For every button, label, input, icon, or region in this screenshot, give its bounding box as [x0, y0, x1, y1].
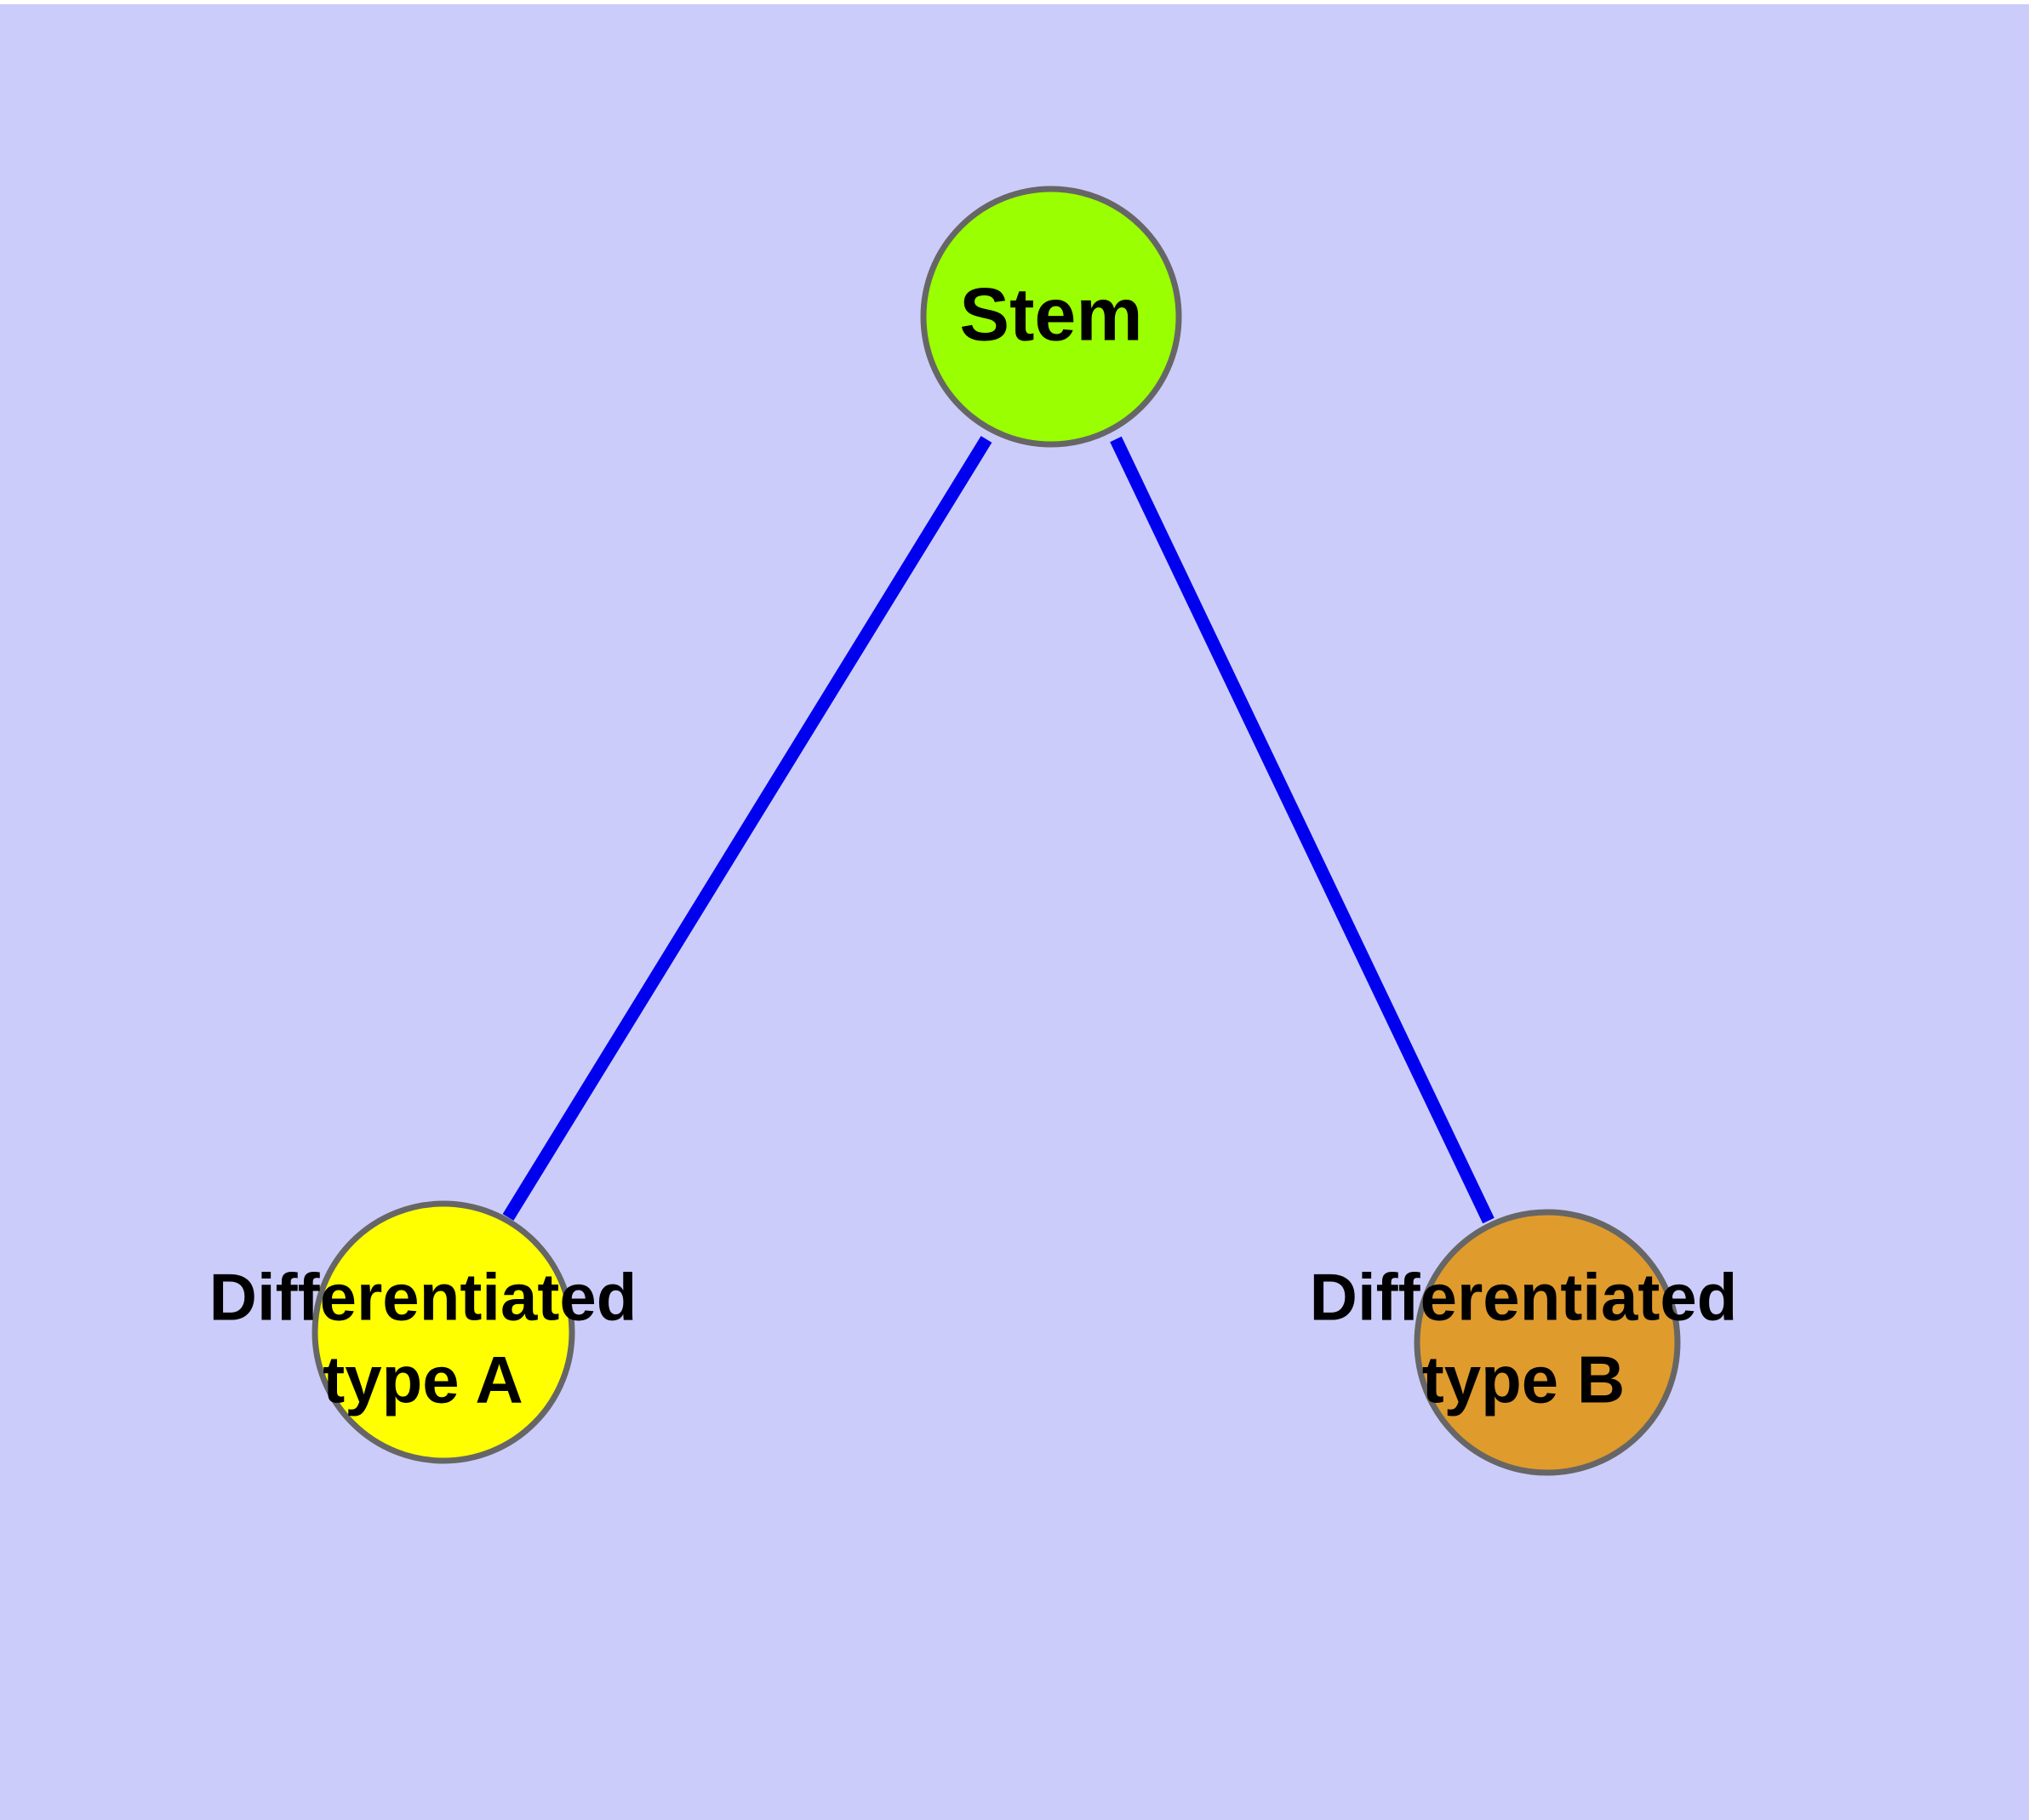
- node-differentiated-type-b[interactable]: [1414, 1209, 1681, 1476]
- labels-layer: Stem Differentiated type A Differentiate…: [209, 272, 1738, 1417]
- node-differentiated-type-b-label-line2: type B: [1422, 1342, 1625, 1417]
- node-differentiated-type-a-label-line1: Differentiated: [209, 1260, 637, 1335]
- edge-stem-to-differentiated-type-a[interactable]: [502, 436, 992, 1221]
- node-differentiated-type-b-circle[interactable]: [1414, 1209, 1681, 1476]
- node-differentiated-type-a-circle[interactable]: [311, 1200, 575, 1464]
- node-stem-label: Stem: [959, 272, 1142, 356]
- node-stem[interactable]: [920, 186, 1182, 448]
- nodes-layer: [311, 186, 1681, 1476]
- node-differentiated-type-a[interactable]: [311, 1200, 575, 1464]
- node-differentiated-type-a-label-line2: type A: [323, 1342, 523, 1417]
- edge-stem-to-differentiated-type-b[interactable]: [1110, 436, 1495, 1224]
- node-differentiated-type-b-label-line1: Differentiated: [1310, 1260, 1738, 1335]
- edges-layer: [502, 436, 1495, 1224]
- node-stem-circle[interactable]: [920, 186, 1182, 448]
